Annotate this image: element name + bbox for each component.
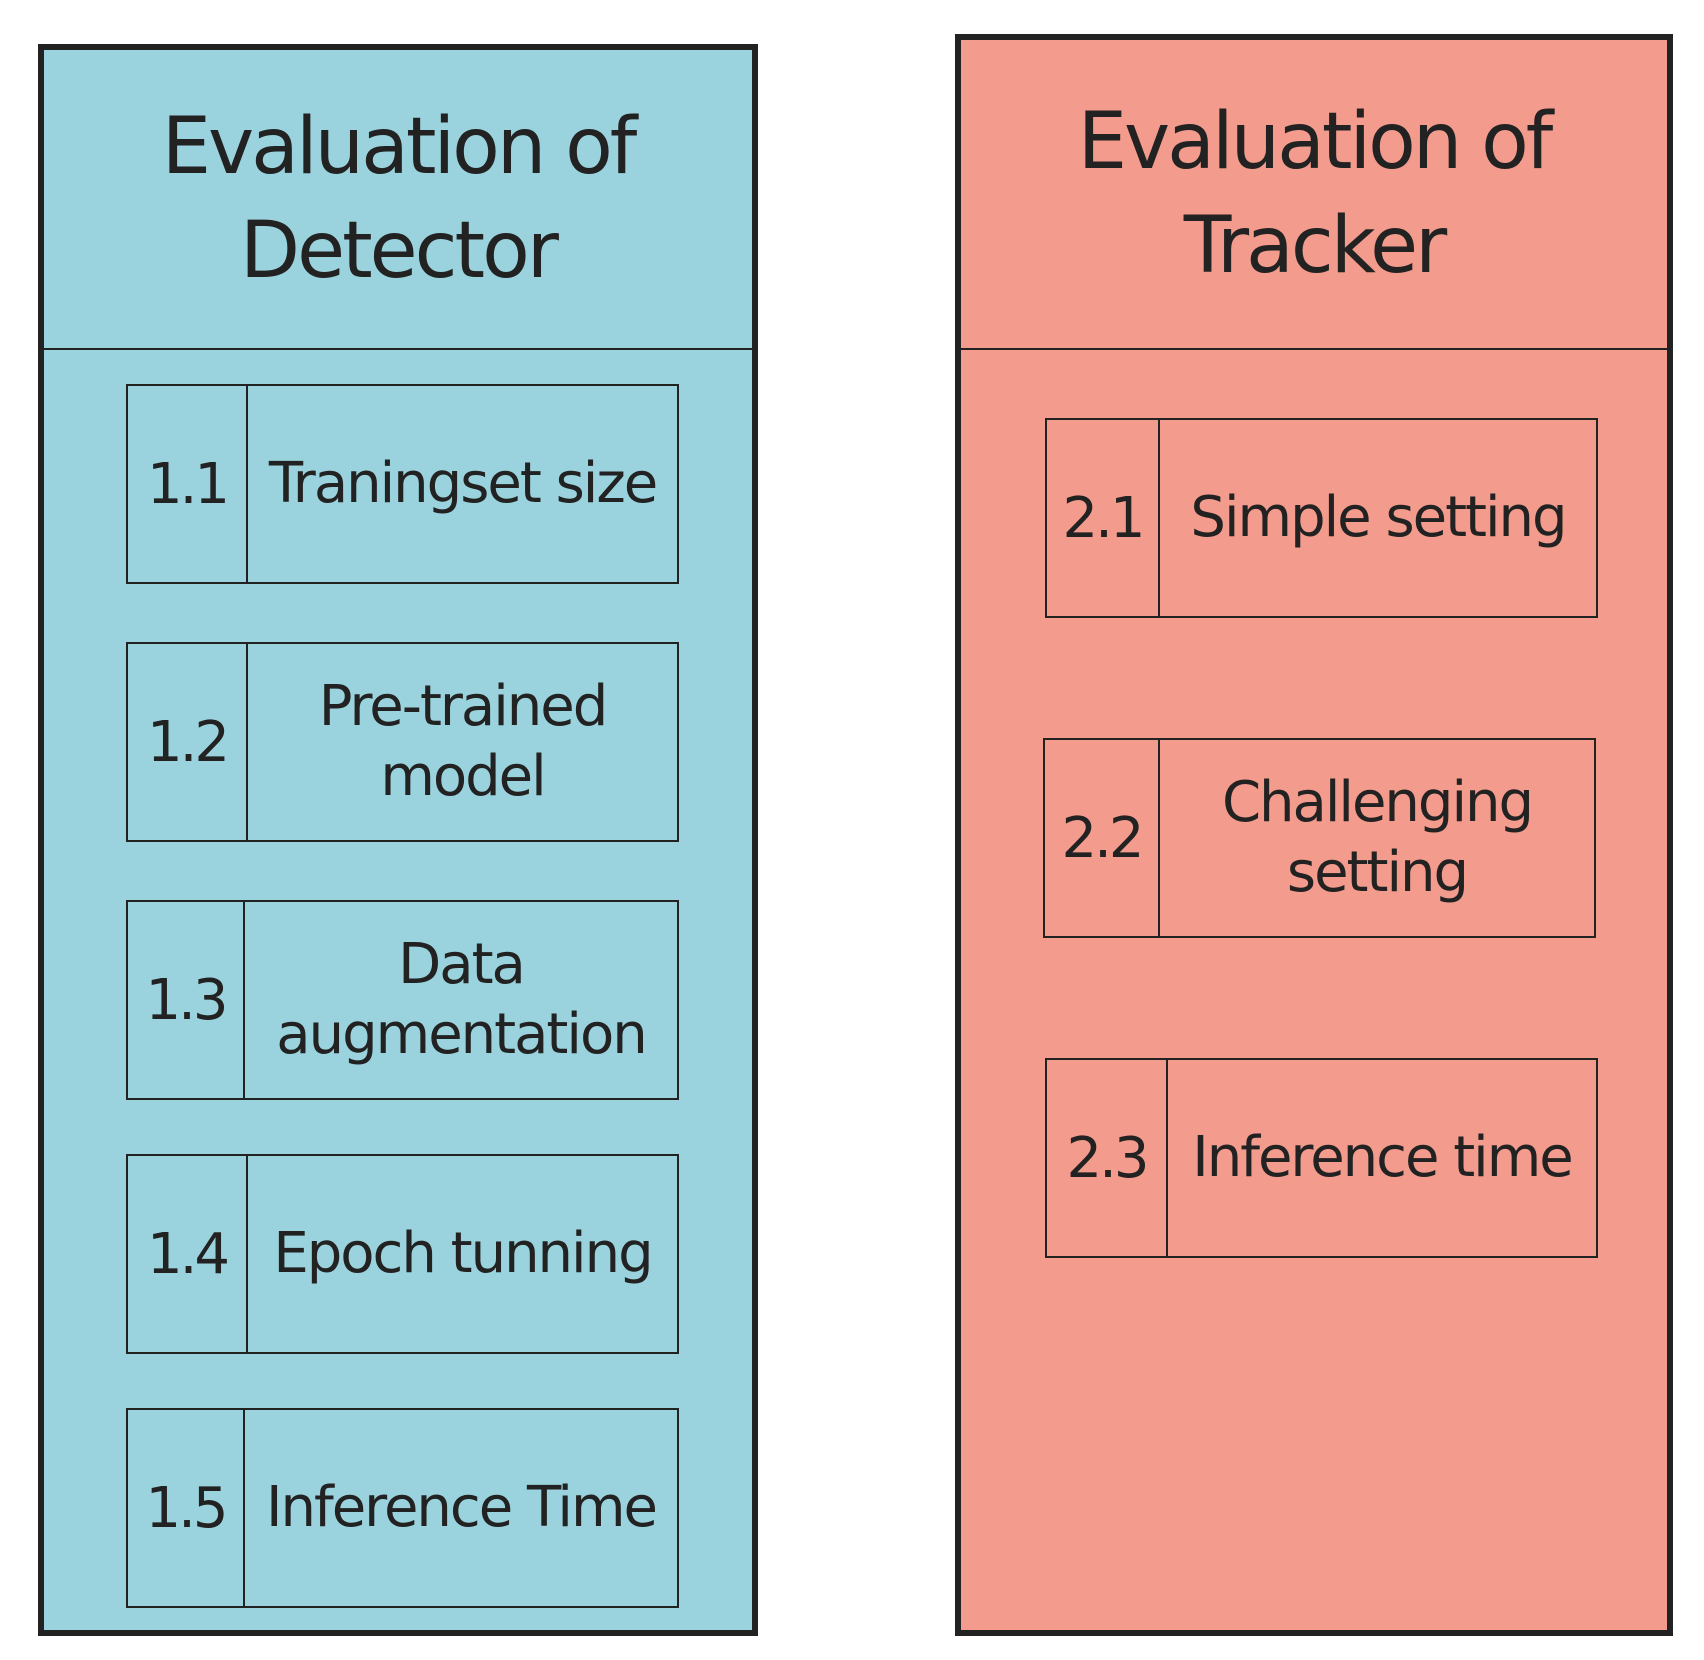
detector-panel-header: Evaluation of Detector bbox=[44, 50, 752, 350]
detector-item-4: 1.4 Epoch tunning bbox=[126, 1154, 679, 1354]
item-number: 1.3 bbox=[128, 902, 245, 1098]
item-number: 2.1 bbox=[1047, 420, 1160, 616]
detector-panel: Evaluation of Detector 1.1 Traningset si… bbox=[38, 44, 758, 1636]
item-label: Inference Time bbox=[265, 1475, 658, 1540]
item-label: Data augmentation bbox=[276, 932, 647, 1067]
item-number: 1.4 bbox=[128, 1156, 248, 1352]
item-label: Traningset size bbox=[268, 451, 658, 516]
item-number: 1.5 bbox=[128, 1410, 245, 1606]
item-number: 1.1 bbox=[128, 386, 248, 582]
tracker-item-1: 2.1 Simple setting bbox=[1045, 418, 1598, 618]
tracker-item-3: 2.3 Inference time bbox=[1045, 1058, 1598, 1258]
tracker-panel: Evaluation of Tracker 2.1 Simple setting… bbox=[955, 34, 1673, 1636]
detector-title: Evaluation of Detector bbox=[161, 102, 638, 296]
detector-item-5: 1.5 Inference Time bbox=[126, 1408, 679, 1608]
item-label: Challenging setting bbox=[1221, 770, 1534, 905]
tracker-panel-header: Evaluation of Tracker bbox=[961, 40, 1667, 350]
item-label: Pre-trained model bbox=[318, 674, 609, 809]
tracker-title: Evaluation of Tracker bbox=[1077, 97, 1554, 291]
tracker-item-2: 2.2 Challenging setting bbox=[1043, 738, 1596, 938]
item-label: Inference time bbox=[1192, 1125, 1573, 1190]
detector-item-1: 1.1 Traningset size bbox=[126, 384, 679, 584]
item-number: 1.2 bbox=[128, 644, 248, 840]
detector-item-2: 1.2 Pre-trained model bbox=[126, 642, 679, 842]
item-label: Epoch tunning bbox=[273, 1221, 653, 1286]
detector-item-3: 1.3 Data augmentation bbox=[126, 900, 679, 1100]
item-label: Simple setting bbox=[1190, 485, 1567, 550]
item-number: 2.3 bbox=[1047, 1060, 1168, 1256]
item-number: 2.2 bbox=[1045, 740, 1160, 936]
